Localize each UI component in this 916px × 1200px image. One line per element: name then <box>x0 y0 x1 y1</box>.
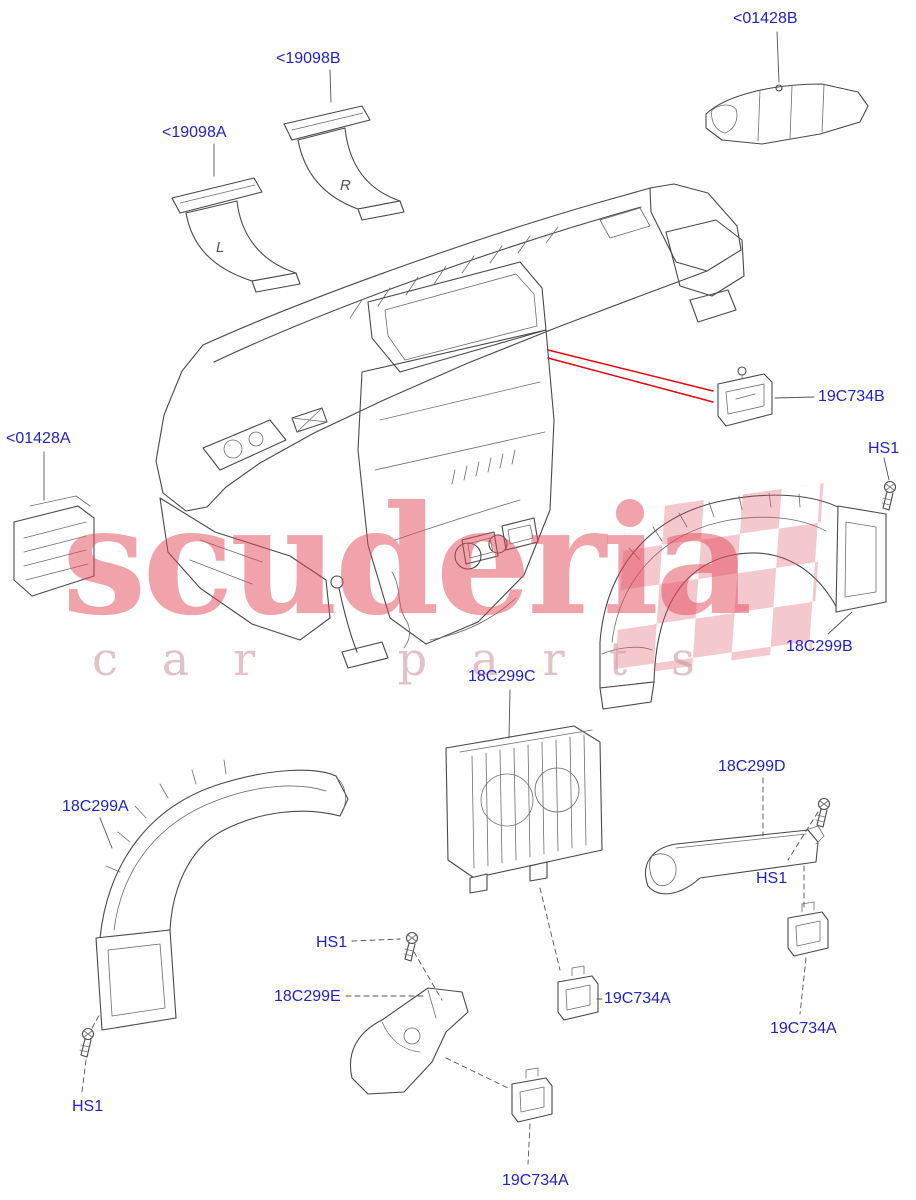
part-label-18C299A[interactable]: 18C299A <box>62 798 129 815</box>
instrument-panel-illustration <box>155 183 745 669</box>
part-label-HS1-mid-right[interactable]: HS1 <box>756 870 788 887</box>
screw-HS1-mid-right <box>815 797 831 828</box>
air-distribution-housing-18C299C <box>445 725 603 894</box>
air-duct-18C299A <box>95 759 349 1031</box>
part-label-19C734B[interactable]: 19C734B <box>818 388 885 405</box>
leader-lines-solid <box>43 31 890 1000</box>
screw-HS1-center <box>403 931 419 962</box>
part-label-19C734A-center[interactable]: 19C734A <box>604 990 671 1007</box>
part-label-19098A[interactable]: <19098A <box>162 124 227 141</box>
demister-duct-left-19098A: L <box>171 177 301 293</box>
vent-19C734A-center <box>557 965 599 1021</box>
part-label-01428A[interactable]: <01428A <box>6 430 71 447</box>
part-label-19098B[interactable]: <19098B <box>276 50 341 67</box>
part-label-18C299E[interactable]: 18C299E <box>274 988 341 1005</box>
duct-marking-left: L <box>216 239 224 256</box>
air-duct-18C299D <box>644 825 825 895</box>
part-label-HS1-bottom-left[interactable]: HS1 <box>72 1098 104 1115</box>
duct-marking-right: R <box>340 177 351 194</box>
part-label-18C299C[interactable]: 18C299C <box>468 668 536 685</box>
vent-19C734A-bottom <box>511 1067 553 1123</box>
red-pointer-lines <box>547 349 714 403</box>
side-window-duct-01428B <box>705 83 869 145</box>
air-duct-18C299B <box>599 492 887 710</box>
part-label-HS1-top-right[interactable]: HS1 <box>868 440 900 457</box>
vent-19C734A-right <box>787 901 829 957</box>
screw-HS1-bottom-left <box>79 1027 95 1058</box>
side-vent-01428A <box>13 495 95 597</box>
part-label-18C299B[interactable]: 18C299B <box>786 638 853 655</box>
part-label-HS1-center[interactable]: HS1 <box>316 934 348 951</box>
screw-HS1-top-right <box>881 480 897 511</box>
vent-19C734B <box>717 366 773 427</box>
part-label-18C299D[interactable]: 18C299D <box>718 758 786 775</box>
part-label-19C734A-right[interactable]: 19C734A <box>770 1020 837 1037</box>
leader-lines-dashed <box>81 777 819 1165</box>
part-label-01428B[interactable]: <01428B <box>733 10 798 27</box>
part-label-19C734A-bottom[interactable]: 19C734A <box>502 1172 569 1189</box>
air-duct-18C299E <box>350 987 469 1095</box>
demister-duct-right-19098B: R <box>283 105 405 221</box>
